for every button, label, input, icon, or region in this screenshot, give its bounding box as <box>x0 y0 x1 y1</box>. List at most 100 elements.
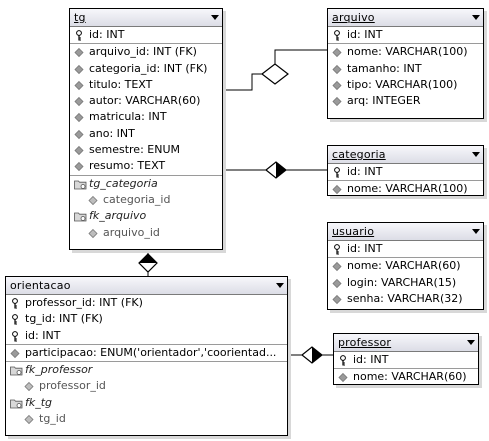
column-icon <box>24 381 34 392</box>
index-column-label: categoria_id <box>103 192 171 206</box>
table-title: professor <box>338 336 392 349</box>
column-icon <box>338 372 348 383</box>
table-professor[interactable]: professor id: INT nome: VARCHAR(60) <box>333 333 479 385</box>
column-icon <box>74 80 84 91</box>
key-icon <box>10 330 20 342</box>
diamond-fill-icon <box>276 162 286 178</box>
index-column[interactable]: categoria_id <box>70 192 222 208</box>
column-row[interactable]: matricula: INT <box>70 109 222 125</box>
column-icon <box>88 228 98 239</box>
index-name: fk_arquivo <box>89 209 147 223</box>
column-icon <box>74 47 84 58</box>
index-folder-icon <box>10 365 23 376</box>
table-title: categoria <box>332 148 386 161</box>
column-label: id: INT <box>347 165 383 178</box>
primary-key-row[interactable]: id: INT <box>334 352 478 368</box>
column-label: senha: VARCHAR(32) <box>347 291 463 305</box>
table-header[interactable]: professor <box>334 334 478 352</box>
column-label: autor: VARCHAR(60) <box>89 94 201 108</box>
chevron-down-icon[interactable] <box>276 283 284 288</box>
chevron-down-icon[interactable] <box>211 15 219 20</box>
index-group[interactable]: fk_arquivo <box>70 208 222 224</box>
key-icon <box>10 314 20 325</box>
column-label: nome: VARCHAR(60) <box>353 370 467 384</box>
column-row[interactable]: nome: VARCHAR(60) <box>328 257 483 274</box>
column-icon <box>332 80 342 91</box>
column-icon <box>74 145 84 156</box>
index-name: fk_tg <box>25 395 53 409</box>
column-label: semestre: ENUM <box>89 143 180 157</box>
column-row[interactable]: nome: VARCHAR(60) <box>334 368 478 385</box>
column-icon <box>74 112 84 123</box>
column-label: tamanho: INT <box>347 61 422 75</box>
chevron-down-icon[interactable] <box>472 15 480 20</box>
chevron-down-icon[interactable] <box>472 229 480 234</box>
column-row[interactable]: resumo: TEXT <box>70 158 222 174</box>
table-header[interactable]: tg <box>70 9 222 27</box>
primary-key-row[interactable]: id: INT <box>70 27 222 43</box>
column-icon <box>332 64 342 75</box>
key-icon <box>332 244 342 255</box>
column-icon <box>332 47 342 58</box>
index-column[interactable]: professor_id <box>6 378 287 394</box>
column-row[interactable]: semestre: ENUM <box>70 142 222 158</box>
column-label: titulo: TEXT <box>89 77 153 91</box>
index-folder-icon <box>10 398 23 409</box>
column-row[interactable]: autor: VARCHAR(60) <box>70 93 222 109</box>
column-label: ano: INT <box>89 126 135 140</box>
primary-key-row[interactable]: tg_id: INT (FK) <box>6 311 287 327</box>
primary-key-row[interactable]: professor_id: INT (FK) <box>6 295 287 311</box>
primary-key-row[interactable]: id: INT <box>328 164 483 180</box>
column-label: nome: VARCHAR(100) <box>347 45 468 59</box>
column-row[interactable]: arq: INTEGER <box>328 93 483 109</box>
column-label: nome: VARCHAR(100) <box>347 182 468 196</box>
primary-key-row[interactable]: id: INT <box>328 241 483 257</box>
column-row[interactable]: arquivo_id: INT (FK) <box>70 43 222 60</box>
column-icon <box>332 96 342 107</box>
primary-key-row[interactable]: id: INT <box>328 27 483 43</box>
index-group[interactable]: tg_categoria <box>70 174 222 192</box>
index-group[interactable]: fk_tg <box>6 395 287 411</box>
diamond-fill-icon <box>312 347 322 363</box>
table-header[interactable]: categoria <box>328 146 483 164</box>
table-title: usuario <box>332 225 375 238</box>
index-column[interactable]: tg_id <box>6 411 287 427</box>
table-header[interactable]: arquivo <box>328 9 483 27</box>
index-name: tg_categoria <box>89 176 158 190</box>
diamond-fill-icon <box>139 254 157 263</box>
column-row[interactable]: nome: VARCHAR(100) <box>328 43 483 60</box>
column-row[interactable]: tamanho: INT <box>328 61 483 77</box>
column-row[interactable]: categoria_id: INT (FK) <box>70 61 222 77</box>
column-row[interactable]: ano: INT <box>70 126 222 142</box>
index-column-label: tg_id <box>39 412 66 426</box>
column-row[interactable]: login: VARCHAR(15) <box>328 275 483 291</box>
chevron-down-icon[interactable] <box>467 340 475 345</box>
table-usuario[interactable]: usuario id: INT nome: VARCHAR(60) login: VA… <box>327 222 484 310</box>
column-icon <box>74 96 84 107</box>
table-header[interactable]: usuario <box>328 223 483 241</box>
column-row[interactable]: senha: VARCHAR(32) <box>328 291 483 307</box>
column-label: nome: VARCHAR(60) <box>347 259 461 273</box>
column-icon <box>10 348 20 359</box>
key-icon <box>10 298 20 309</box>
index-group[interactable]: fk_professor <box>6 361 287 378</box>
table-categoria[interactable]: categoria id: INT nome: VARCHAR(100) <box>327 145 484 196</box>
column-icon <box>74 64 84 75</box>
column-icon <box>332 184 342 195</box>
key-icon <box>74 30 84 41</box>
key-icon <box>332 167 342 178</box>
key-icon <box>338 355 348 366</box>
column-row[interactable]: participacao: ENUM('orientador','coorien… <box>6 343 287 361</box>
column-icon <box>332 294 342 305</box>
column-row[interactable]: titulo: TEXT <box>70 77 222 93</box>
column-row[interactable]: nome: VARCHAR(100) <box>328 180 483 197</box>
primary-key-row[interactable]: id: INT <box>6 328 287 344</box>
table-header[interactable]: orientacao <box>6 277 287 295</box>
column-label: resumo: TEXT <box>89 159 166 173</box>
column-row[interactable]: tipo: VARCHAR(100) <box>328 77 483 93</box>
chevron-down-icon[interactable] <box>472 152 480 157</box>
index-column[interactable]: arquivo_id <box>70 225 222 241</box>
